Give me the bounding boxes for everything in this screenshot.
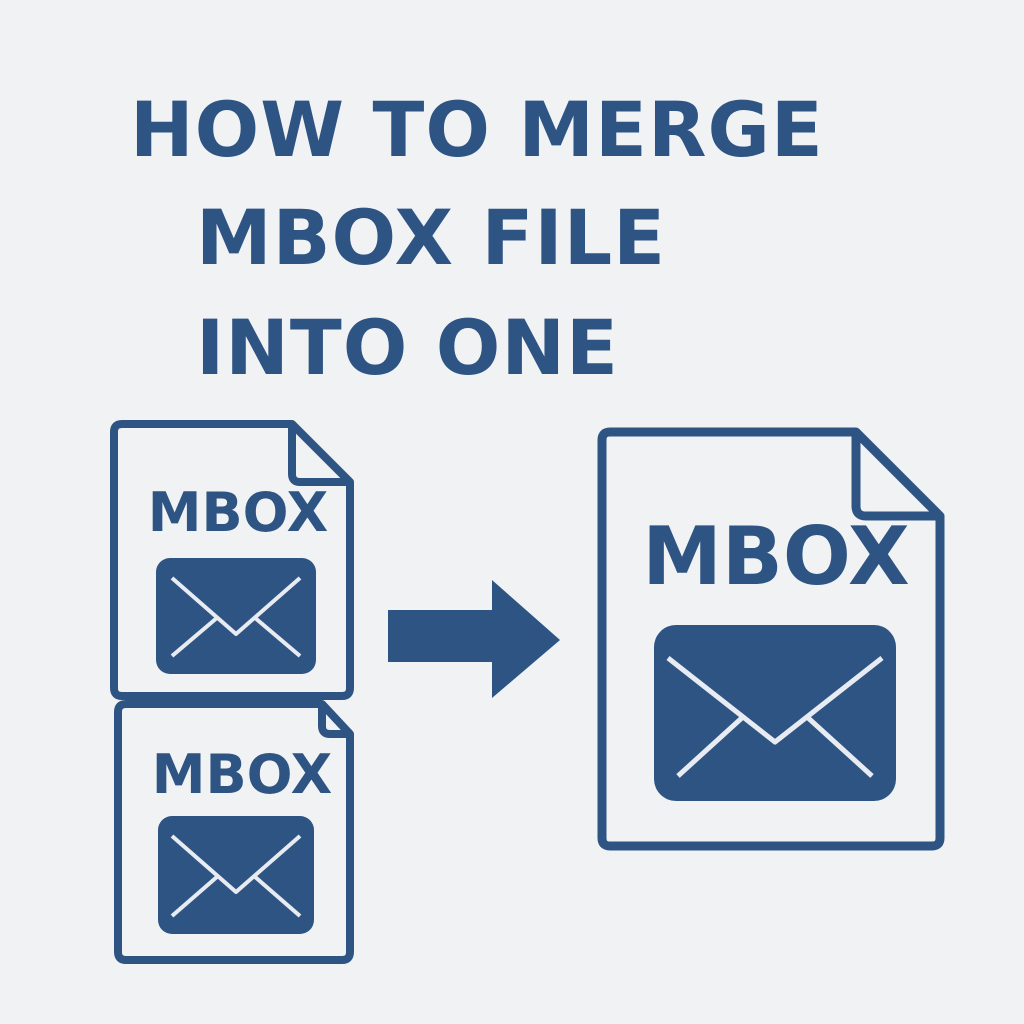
folded-corner-icon — [318, 704, 350, 738]
folded-corner-icon — [851, 432, 940, 521]
mail-envelope-icon — [156, 558, 316, 674]
mail-envelope-icon — [158, 816, 314, 934]
folded-corner-icon — [288, 424, 350, 486]
source-file-1-label: MBOX — [148, 481, 329, 544]
source-file-1: MBOX — [110, 420, 354, 700]
arrow-right-icon — [388, 580, 560, 698]
title-line-1: HOW TO MERGE — [130, 85, 824, 174]
title-line-3: INTO ONE — [196, 303, 619, 392]
mail-envelope-icon — [654, 625, 896, 801]
source-file-2-label: MBOX — [152, 743, 333, 806]
merged-file: MBOX — [597, 427, 945, 851]
title-line-2: MBOX FILE — [196, 193, 667, 282]
merged-file-label: MBOX — [642, 510, 909, 603]
source-file-2: MBOX — [114, 700, 354, 964]
